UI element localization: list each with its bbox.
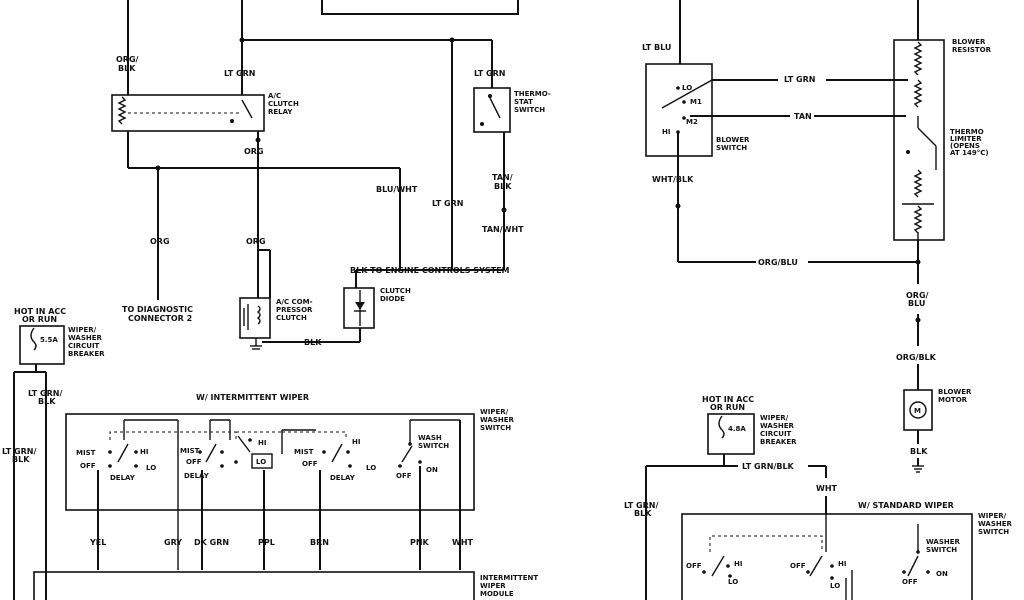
label-ltgrn-blk-b: LT GRN/BLK bbox=[2, 447, 36, 464]
label-hi-2: HI bbox=[258, 439, 266, 447]
label-blk-motor: BLK bbox=[910, 447, 928, 456]
label-bs-hi: HI bbox=[662, 128, 670, 136]
label-5-5a: 5.5A bbox=[40, 336, 58, 344]
label-wire-brn: BRN bbox=[310, 538, 329, 547]
label-s-off-2: OFF bbox=[790, 562, 806, 570]
label-blk-compressor: BLK bbox=[304, 338, 322, 347]
label-hi-3: HI bbox=[352, 438, 360, 446]
ac-clutch-relay bbox=[111, 94, 265, 132]
label-wire-yel: YEL bbox=[89, 538, 106, 547]
label-org-right: ORG bbox=[246, 237, 266, 246]
label-org-left: ORG bbox=[150, 237, 170, 246]
label-blu-wht: BLU/WHT bbox=[376, 185, 418, 194]
label-wire-wht: WHT bbox=[452, 538, 474, 547]
label-lo-1: LO bbox=[146, 464, 156, 472]
label-s-hi-2: HI bbox=[838, 560, 846, 568]
label-4-8a: 4.8A bbox=[728, 425, 746, 433]
label-mist-3: MIST bbox=[294, 448, 314, 456]
label-wht-blk: WHT/BLK bbox=[652, 175, 694, 184]
label-delay-3: DELAY bbox=[330, 474, 356, 482]
label-lt-grn-mid: LT GRN bbox=[432, 199, 463, 208]
label-lo-2: LO bbox=[256, 458, 266, 466]
label-lt-blu: LT BLU bbox=[642, 43, 671, 52]
label-mist-2: MIST bbox=[180, 447, 200, 455]
label-wire-dk-grn: DK GRN bbox=[194, 538, 229, 547]
label-org-blu-h: ORG/BLU bbox=[758, 258, 798, 267]
label-bs-m1: M1 bbox=[690, 98, 702, 106]
label-mist-1: MIST bbox=[76, 449, 96, 457]
label-org-blk: ORG/BLK bbox=[116, 55, 139, 73]
motor-icon: M bbox=[914, 407, 921, 415]
label-tan-blk: TAN/BLK bbox=[492, 173, 513, 191]
label-wire-ppl: PPL bbox=[258, 538, 275, 547]
label-s-off-1: OFF bbox=[686, 562, 702, 570]
label-lt-grn: LT GRN bbox=[224, 69, 255, 78]
label-org-blk-blower: ORG/BLK bbox=[896, 353, 937, 362]
label-tan-wht: TAN/WHT bbox=[482, 225, 524, 234]
wiper-washer-switch-intermittent bbox=[65, 413, 475, 511]
label-ltgrn-blk-r2: LT GRN/BLK bbox=[624, 501, 658, 518]
label-s-off-3: OFF bbox=[902, 578, 918, 586]
label-delay-1: DELAY bbox=[110, 474, 136, 482]
label-off-1: OFF bbox=[80, 462, 96, 470]
label-s-hi-1: HI bbox=[734, 560, 742, 568]
label-delay-2: DELAY bbox=[184, 472, 210, 480]
label-s-lo-1: LO bbox=[728, 578, 738, 586]
label-tan-blower: TAN bbox=[794, 112, 812, 121]
circuit-breaker-5-5a bbox=[19, 325, 65, 365]
intermittent-wiper-module bbox=[33, 571, 475, 600]
label-org-blu-v: ORG/BLU bbox=[906, 291, 929, 308]
label-engine-controls: BLK TO ENGINE CONTROLS SYSTEM bbox=[350, 266, 510, 275]
label-bs-m2: M2 bbox=[686, 118, 698, 126]
circuit-breaker-4-8a bbox=[707, 413, 755, 455]
label-bs-lo: LO bbox=[682, 84, 692, 92]
label-s-on: ON bbox=[936, 570, 948, 578]
label-off-3: OFF bbox=[302, 460, 318, 468]
label-off-2: OFF bbox=[186, 458, 202, 466]
label-wht-r: WHT bbox=[816, 484, 838, 493]
label-wire-pnk: PNK bbox=[410, 538, 430, 547]
label-on-1: ON bbox=[426, 466, 438, 474]
label-org-relay: ORG bbox=[244, 147, 264, 156]
label-off-4: OFF bbox=[396, 472, 412, 480]
label-standard-wiper: W/ STANDARD WIPER bbox=[858, 501, 954, 510]
label-ltgrn-blk-a: LT GRN/BLK bbox=[28, 389, 62, 406]
label-lt-grn-blower: LT GRN bbox=[784, 75, 815, 84]
label-lt-grn-blk-r: LT GRN/BLK bbox=[742, 462, 795, 471]
label-hi-1: HI bbox=[140, 448, 148, 456]
label-lo-3: LO bbox=[366, 464, 376, 472]
wiper-washer-switch-standard bbox=[681, 513, 973, 600]
label-s-lo-2: LO bbox=[830, 582, 840, 590]
thermostat-switch bbox=[473, 87, 511, 133]
label-wire-gry: GRY bbox=[164, 538, 182, 547]
label-intermittent-wiper: W/ INTERMITTENT WIPER bbox=[196, 393, 309, 402]
label-lt-grn-thermo: LT GRN bbox=[474, 69, 505, 78]
ac-compressor-clutch bbox=[239, 297, 271, 339]
